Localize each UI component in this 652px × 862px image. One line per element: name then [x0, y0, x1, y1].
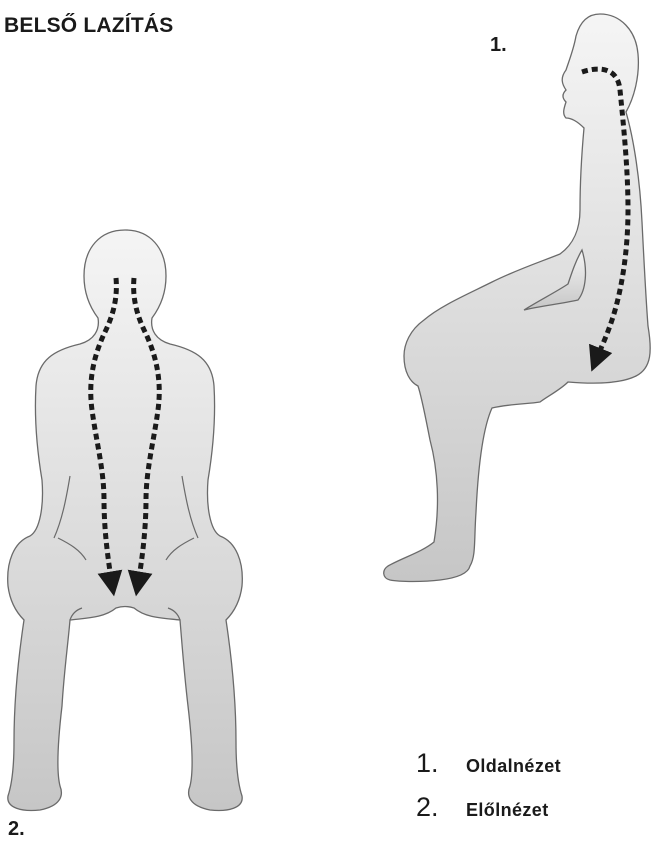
legend-number: 2.: [416, 792, 466, 823]
legend-text: Oldalnézet: [466, 756, 561, 777]
legend-number: 1.: [416, 748, 466, 779]
legend-item-side-view: 1. Oldalnézet: [416, 748, 636, 792]
legend-text: Előlnézet: [466, 800, 549, 821]
front-view-body-silhouette: [8, 230, 243, 810]
front-view-figure: [8, 230, 243, 810]
side-view-figure: [384, 14, 650, 582]
legend: 1. Oldalnézet 2. Előlnézet: [416, 748, 636, 836]
legend-item-front-view: 2. Előlnézet: [416, 792, 636, 836]
side-view-body-silhouette: [384, 14, 650, 582]
